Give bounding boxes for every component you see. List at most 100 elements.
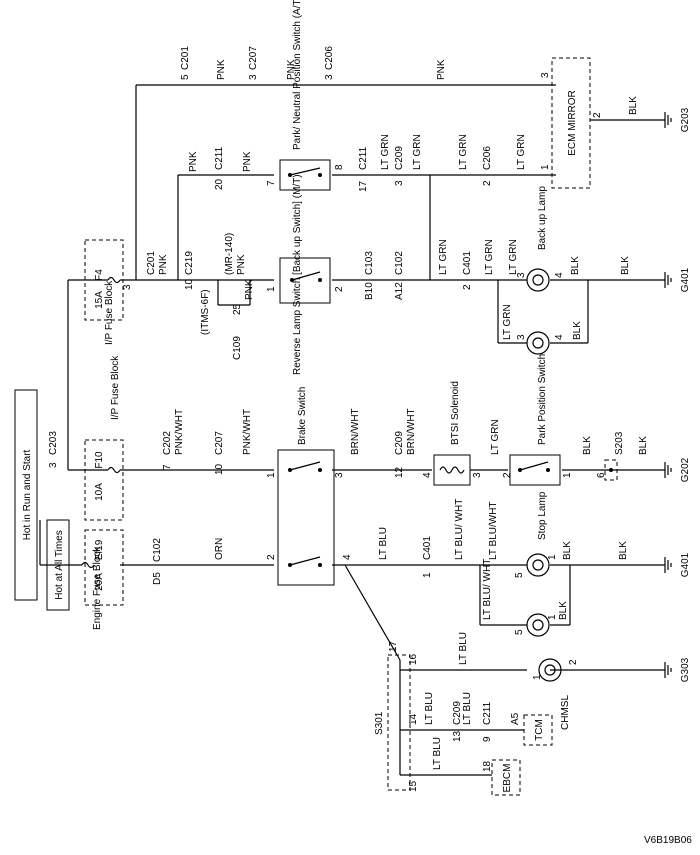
svg-text:Back up Lamp: Back up Lamp — [537, 186, 548, 250]
svg-text:S203: S203 — [614, 431, 625, 455]
svg-text:LT BLU/ WHT: LT BLU/ WHT — [454, 499, 465, 560]
svg-text:C202: C202 — [162, 431, 173, 455]
svg-text:3: 3 — [324, 74, 335, 80]
svg-text:Hot in Run and Start: Hot in Run and Start — [22, 449, 33, 540]
svg-text:LT BLU: LT BLU — [458, 632, 469, 665]
svg-text:C211: C211 — [214, 146, 225, 170]
park-position-switch: Park Position Switch — [509, 354, 561, 486]
fuse-f4: F4 15A I/P Fuse Block — [84, 239, 124, 345]
svg-text:LT GRN: LT GRN — [380, 134, 391, 170]
svg-text:BLK: BLK — [638, 436, 649, 455]
svg-text:I/P Fuse Block: I/P Fuse Block — [110, 355, 121, 420]
svg-text:PNK: PNK — [242, 151, 253, 172]
svg-text:LT BLU/WHT: LT BLU/WHT — [488, 501, 499, 560]
svg-text:Engine Fuse Block: Engine Fuse Block — [92, 546, 103, 630]
svg-text:7: 7 — [266, 180, 277, 186]
svg-text:Ef19: Ef19 — [94, 539, 105, 560]
svg-text:BLK: BLK — [628, 96, 639, 115]
svg-text:BLK: BLK — [572, 321, 583, 340]
svg-text:G401: G401 — [680, 267, 691, 292]
svg-text:1: 1 — [422, 572, 433, 578]
svg-text:10: 10 — [214, 463, 225, 475]
svg-text:3: 3 — [394, 180, 405, 186]
svg-text:LT GRN: LT GRN — [484, 239, 495, 275]
svg-text:6: 6 — [596, 472, 607, 478]
svg-text:LT GRN: LT GRN — [458, 134, 469, 170]
svg-text:LT GRN: LT GRN — [438, 239, 449, 275]
svg-text:LT GRN: LT GRN — [490, 419, 501, 455]
svg-text:B10: B10 — [364, 282, 375, 300]
svg-text:Stop Lamp: Stop Lamp — [537, 491, 548, 540]
svg-text:20A: 20A — [94, 573, 105, 591]
svg-text:BLK: BLK — [620, 256, 631, 275]
svg-text:1: 1 — [266, 472, 277, 478]
svg-text:C201: C201 — [180, 46, 191, 70]
svg-text:4: 4 — [554, 334, 565, 340]
reverse-lamp-switch: Reverse Lamp Switch [Back up Switch] (M/… — [279, 174, 331, 375]
ebcm-box: EBCM — [491, 759, 521, 796]
wires — [39, 84, 665, 776]
grounds: G203 G401 G202 G401 G303 — [664, 107, 691, 682]
svg-text:BLK: BLK — [618, 541, 629, 560]
svg-text:C203: C203 — [48, 431, 59, 455]
svg-text:3: 3 — [540, 72, 551, 78]
svg-text:Park Position Switch: Park Position Switch — [537, 354, 548, 445]
svg-text:9: 9 — [482, 736, 493, 742]
svg-text:D5: D5 — [152, 572, 163, 585]
svg-text:G303: G303 — [680, 657, 691, 682]
svg-text:18: 18 — [482, 760, 493, 772]
svg-text:14: 14 — [408, 713, 419, 725]
svg-text:CHMSL: CHMSL — [560, 695, 571, 730]
svg-text:Reverse Lamp Switch [Back up S: Reverse Lamp Switch [Back up Switch] (M/… — [292, 174, 303, 375]
svg-text:20: 20 — [214, 178, 225, 190]
svg-text:BLK: BLK — [562, 541, 573, 560]
svg-text:C207: C207 — [214, 431, 225, 455]
btsi-solenoid: BTSI Solenoid — [433, 381, 471, 486]
ecm-mirror: ECM MIRROR — [551, 57, 591, 189]
svg-text:17: 17 — [358, 180, 369, 192]
svg-text:PNK: PNK — [436, 59, 447, 80]
svg-text:4: 4 — [342, 554, 353, 560]
svg-text:3: 3 — [334, 472, 345, 478]
svg-text:4: 4 — [422, 472, 433, 478]
svg-text:G401: G401 — [680, 552, 691, 577]
svg-text:PNK: PNK — [216, 59, 227, 80]
svg-text:C103: C103 — [364, 251, 375, 275]
chmsl: CHMSL — [538, 658, 571, 730]
stop-lamp-2 — [526, 613, 550, 637]
svg-text:C211: C211 — [358, 146, 369, 170]
svg-text:LT BLU/ WHT: LT BLU/ WHT — [482, 559, 493, 620]
svg-text:EBCM: EBCM — [502, 764, 513, 793]
svg-text:1: 1 — [266, 286, 277, 292]
svg-text:A12: A12 — [394, 282, 405, 300]
svg-text:15A: 15A — [94, 291, 105, 309]
svg-text:F10: F10 — [94, 451, 105, 469]
figure-code: V6B19B06 — [644, 835, 692, 846]
svg-text:TCM: TCM — [534, 719, 545, 741]
back-up-lamp-1: Back up Lamp — [526, 186, 550, 292]
brake-switch: Brake Switch — [277, 387, 335, 586]
svg-text:2: 2 — [502, 472, 513, 478]
svg-text:LT GRN: LT GRN — [516, 134, 527, 170]
svg-text:8: 8 — [334, 164, 345, 170]
svg-text:LT BLU: LT BLU — [378, 527, 389, 560]
svg-text:LT GRN: LT GRN — [502, 304, 513, 340]
svg-text:Brake Switch: Brake Switch — [297, 387, 308, 445]
svg-text:4: 4 — [554, 272, 565, 278]
svg-text:G202: G202 — [680, 457, 691, 482]
svg-text:ORN: ORN — [214, 538, 225, 560]
svg-text:BRN/WHT: BRN/WHT — [406, 408, 417, 455]
svg-text:(ITMS-6F): (ITMS-6F) — [200, 289, 211, 335]
svg-text:LT BLU: LT BLU — [462, 692, 473, 725]
svg-text:LT BLU: LT BLU — [424, 692, 435, 725]
svg-text:C209: C209 — [452, 701, 463, 725]
svg-text:3: 3 — [122, 284, 133, 290]
svg-text:2: 2 — [592, 112, 603, 118]
svg-text:S301: S301 — [374, 711, 385, 735]
svg-text:C207: C207 — [248, 46, 259, 70]
s203-splice — [604, 459, 618, 481]
svg-text:3: 3 — [516, 272, 527, 278]
svg-text:C401: C401 — [462, 251, 473, 275]
svg-text:BLK: BLK — [570, 256, 581, 275]
svg-text:LT BLU: LT BLU — [432, 737, 443, 770]
